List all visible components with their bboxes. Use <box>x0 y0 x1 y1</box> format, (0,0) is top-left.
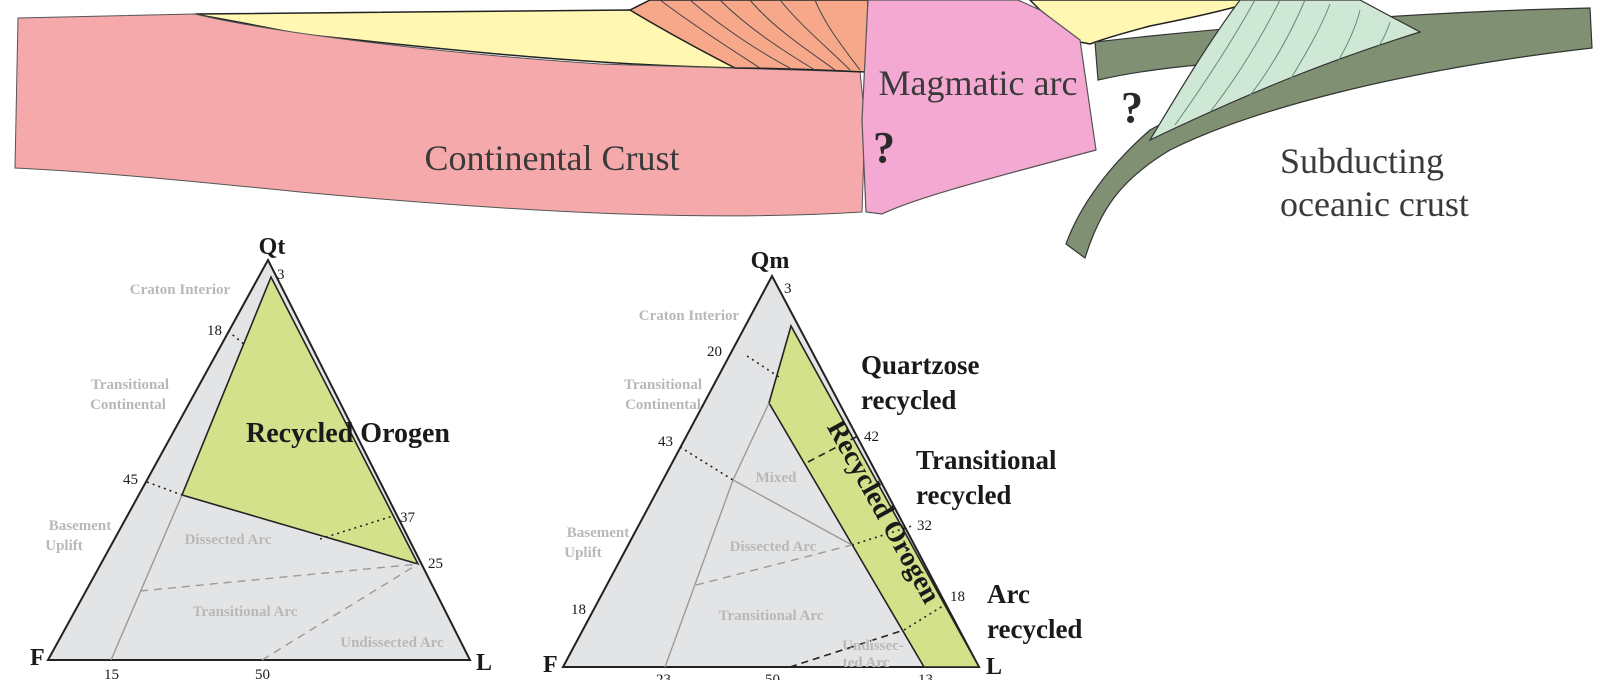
qtfl-right-vertex: L <box>476 650 492 676</box>
qtfl-tick-45: 45 <box>123 472 138 488</box>
qmflt-dotted-18 <box>903 603 947 631</box>
subducting-crust-label-line2: oceanic crust <box>1280 184 1469 224</box>
qtfl-tick-15: 15 <box>104 667 119 680</box>
qmflt-tick-13: 13 <box>918 672 933 680</box>
qtfl-dotted-3 <box>319 515 394 540</box>
qtfl-field-boundary <box>110 494 183 661</box>
qtfl-dissected-arc: Dissected Arc <box>185 532 272 548</box>
qmflt-basement-uplift-1: Basement <box>567 525 630 541</box>
qmflt-dotted-1 <box>746 355 780 378</box>
qmflt-right-vertex: L <box>986 654 1002 680</box>
qtfl-arc-boundary-1 <box>139 563 419 592</box>
qtfl-undissected-arc: Undissected Arc <box>340 635 444 651</box>
qmflt-undissected-arc-2: ted Arc <box>843 655 890 671</box>
qtfl-left-vertex: F <box>30 645 45 671</box>
thrust-faults <box>659 0 861 71</box>
qmflt-transitional-recycled-1: Transitional <box>916 445 1057 475</box>
qmflt-transitional-continental-2: Continental <box>625 397 701 413</box>
subducting-crust-label-line1: Subducting <box>1280 141 1444 181</box>
forearc-sediment <box>1028 0 1261 45</box>
qtfl-tick-50: 50 <box>255 667 270 680</box>
qmflt-left-vertex: F <box>543 652 558 678</box>
qmflt-transitional-arc: Transitional Arc <box>719 608 824 624</box>
qtfl-apex-label: Qt <box>259 234 286 260</box>
qmflt-quartzose-recycled-1: Quartzose <box>861 350 979 380</box>
qtfl-transitional-continental-2: Continental <box>90 397 166 413</box>
qtfl-transitional-arc: Transitional Arc <box>193 604 298 620</box>
qmflt-quartzose-recycled-2: recycled <box>861 385 956 415</box>
qtfl-recycled-orogen-field <box>180 275 420 566</box>
qtfl-tick-25: 25 <box>428 556 443 572</box>
cross-section: Continental Crust Magmatic arc Subductin… <box>14 0 1593 259</box>
continental-crust-label: Continental Crust <box>425 138 680 178</box>
qmflt-tick-23: 23 <box>656 672 671 680</box>
continental-crust <box>14 13 866 217</box>
qmflt-craton-interior: Craton Interior <box>639 308 740 324</box>
qtfl-dotted-2 <box>146 481 183 496</box>
qmflt-apex-label: Qm <box>751 248 790 274</box>
qmflt-tick-18-right: 18 <box>950 589 965 605</box>
qtfl-diagram: Qt F L 3 18 45 37 25 15 50 Craton Interi… <box>30 234 492 683</box>
qmflt-mixed: Mixed <box>756 470 797 486</box>
question-mark-trench: ? <box>1121 83 1143 132</box>
qmflt-tick-18-left: 18 <box>571 602 586 618</box>
qtfl-basement-uplift-1: Basement <box>49 518 112 534</box>
qmflt-diagram: Qm F L 3 20 43 18 42 32 18 23 50 13 Crat… <box>543 248 1082 685</box>
qmflt-tick-50: 50 <box>765 672 780 680</box>
qtfl-craton-interior: Craton Interior <box>130 282 231 298</box>
qmflt-field-boundary <box>664 479 734 668</box>
qmflt-dissected-arc: Dissected Arc <box>730 539 817 555</box>
qmflt-transitional-recycled-2: recycled <box>916 480 1011 510</box>
qmflt-recycled-orogen-field <box>768 323 981 668</box>
qmflt-basement-uplift-2: Uplift <box>564 545 602 561</box>
qmflt-tick-42: 42 <box>864 429 879 445</box>
qtfl-tick-18: 18 <box>207 323 222 339</box>
magmatic-arc <box>861 0 1097 215</box>
qmflt-arc-recycled-2: recycled <box>987 614 1082 644</box>
qtfl-tick-37: 37 <box>400 510 416 526</box>
qmflt-tick-20: 20 <box>707 344 722 360</box>
qtfl-basement-uplift-2: Uplift <box>45 538 83 554</box>
prism-faults <box>1174 0 1391 126</box>
qtfl-recycled-orogen-label: Recycled Orogen <box>246 418 450 449</box>
qmflt-dashed-42 <box>807 435 859 463</box>
qtfl-transitional-continental-1: Transitional <box>91 377 169 393</box>
qmflt-arc-boundary-2 <box>789 629 905 668</box>
magmatic-arc-label: Magmatic arc <box>879 63 1078 103</box>
qtfl-tick-apex: 3 <box>277 267 285 283</box>
qmflt-dotted-2 <box>679 446 734 481</box>
qmflt-transitional-continental-1: Transitional <box>624 377 702 393</box>
qtfl-arc-boundary-2 <box>261 563 419 661</box>
qmflt-undissected-arc-1: Undissec- <box>842 638 904 654</box>
thrust-wedge <box>628 0 869 73</box>
question-mark-arc: ? <box>873 123 895 172</box>
qmflt-tick-43: 43 <box>658 434 673 450</box>
qmflt-tick-apex: 3 <box>784 281 792 297</box>
qmflt-arc-recycled-1: Arc <box>987 579 1030 609</box>
qmflt-mixed-boundary-1 <box>732 402 770 481</box>
qmflt-tick-32: 32 <box>917 518 932 534</box>
accretionary-prism <box>1148 0 1422 142</box>
qmflt-mixed-boundary-2 <box>732 479 853 546</box>
qmflt-dotted-32 <box>851 525 913 546</box>
qtfl-dotted-1 <box>227 330 246 346</box>
